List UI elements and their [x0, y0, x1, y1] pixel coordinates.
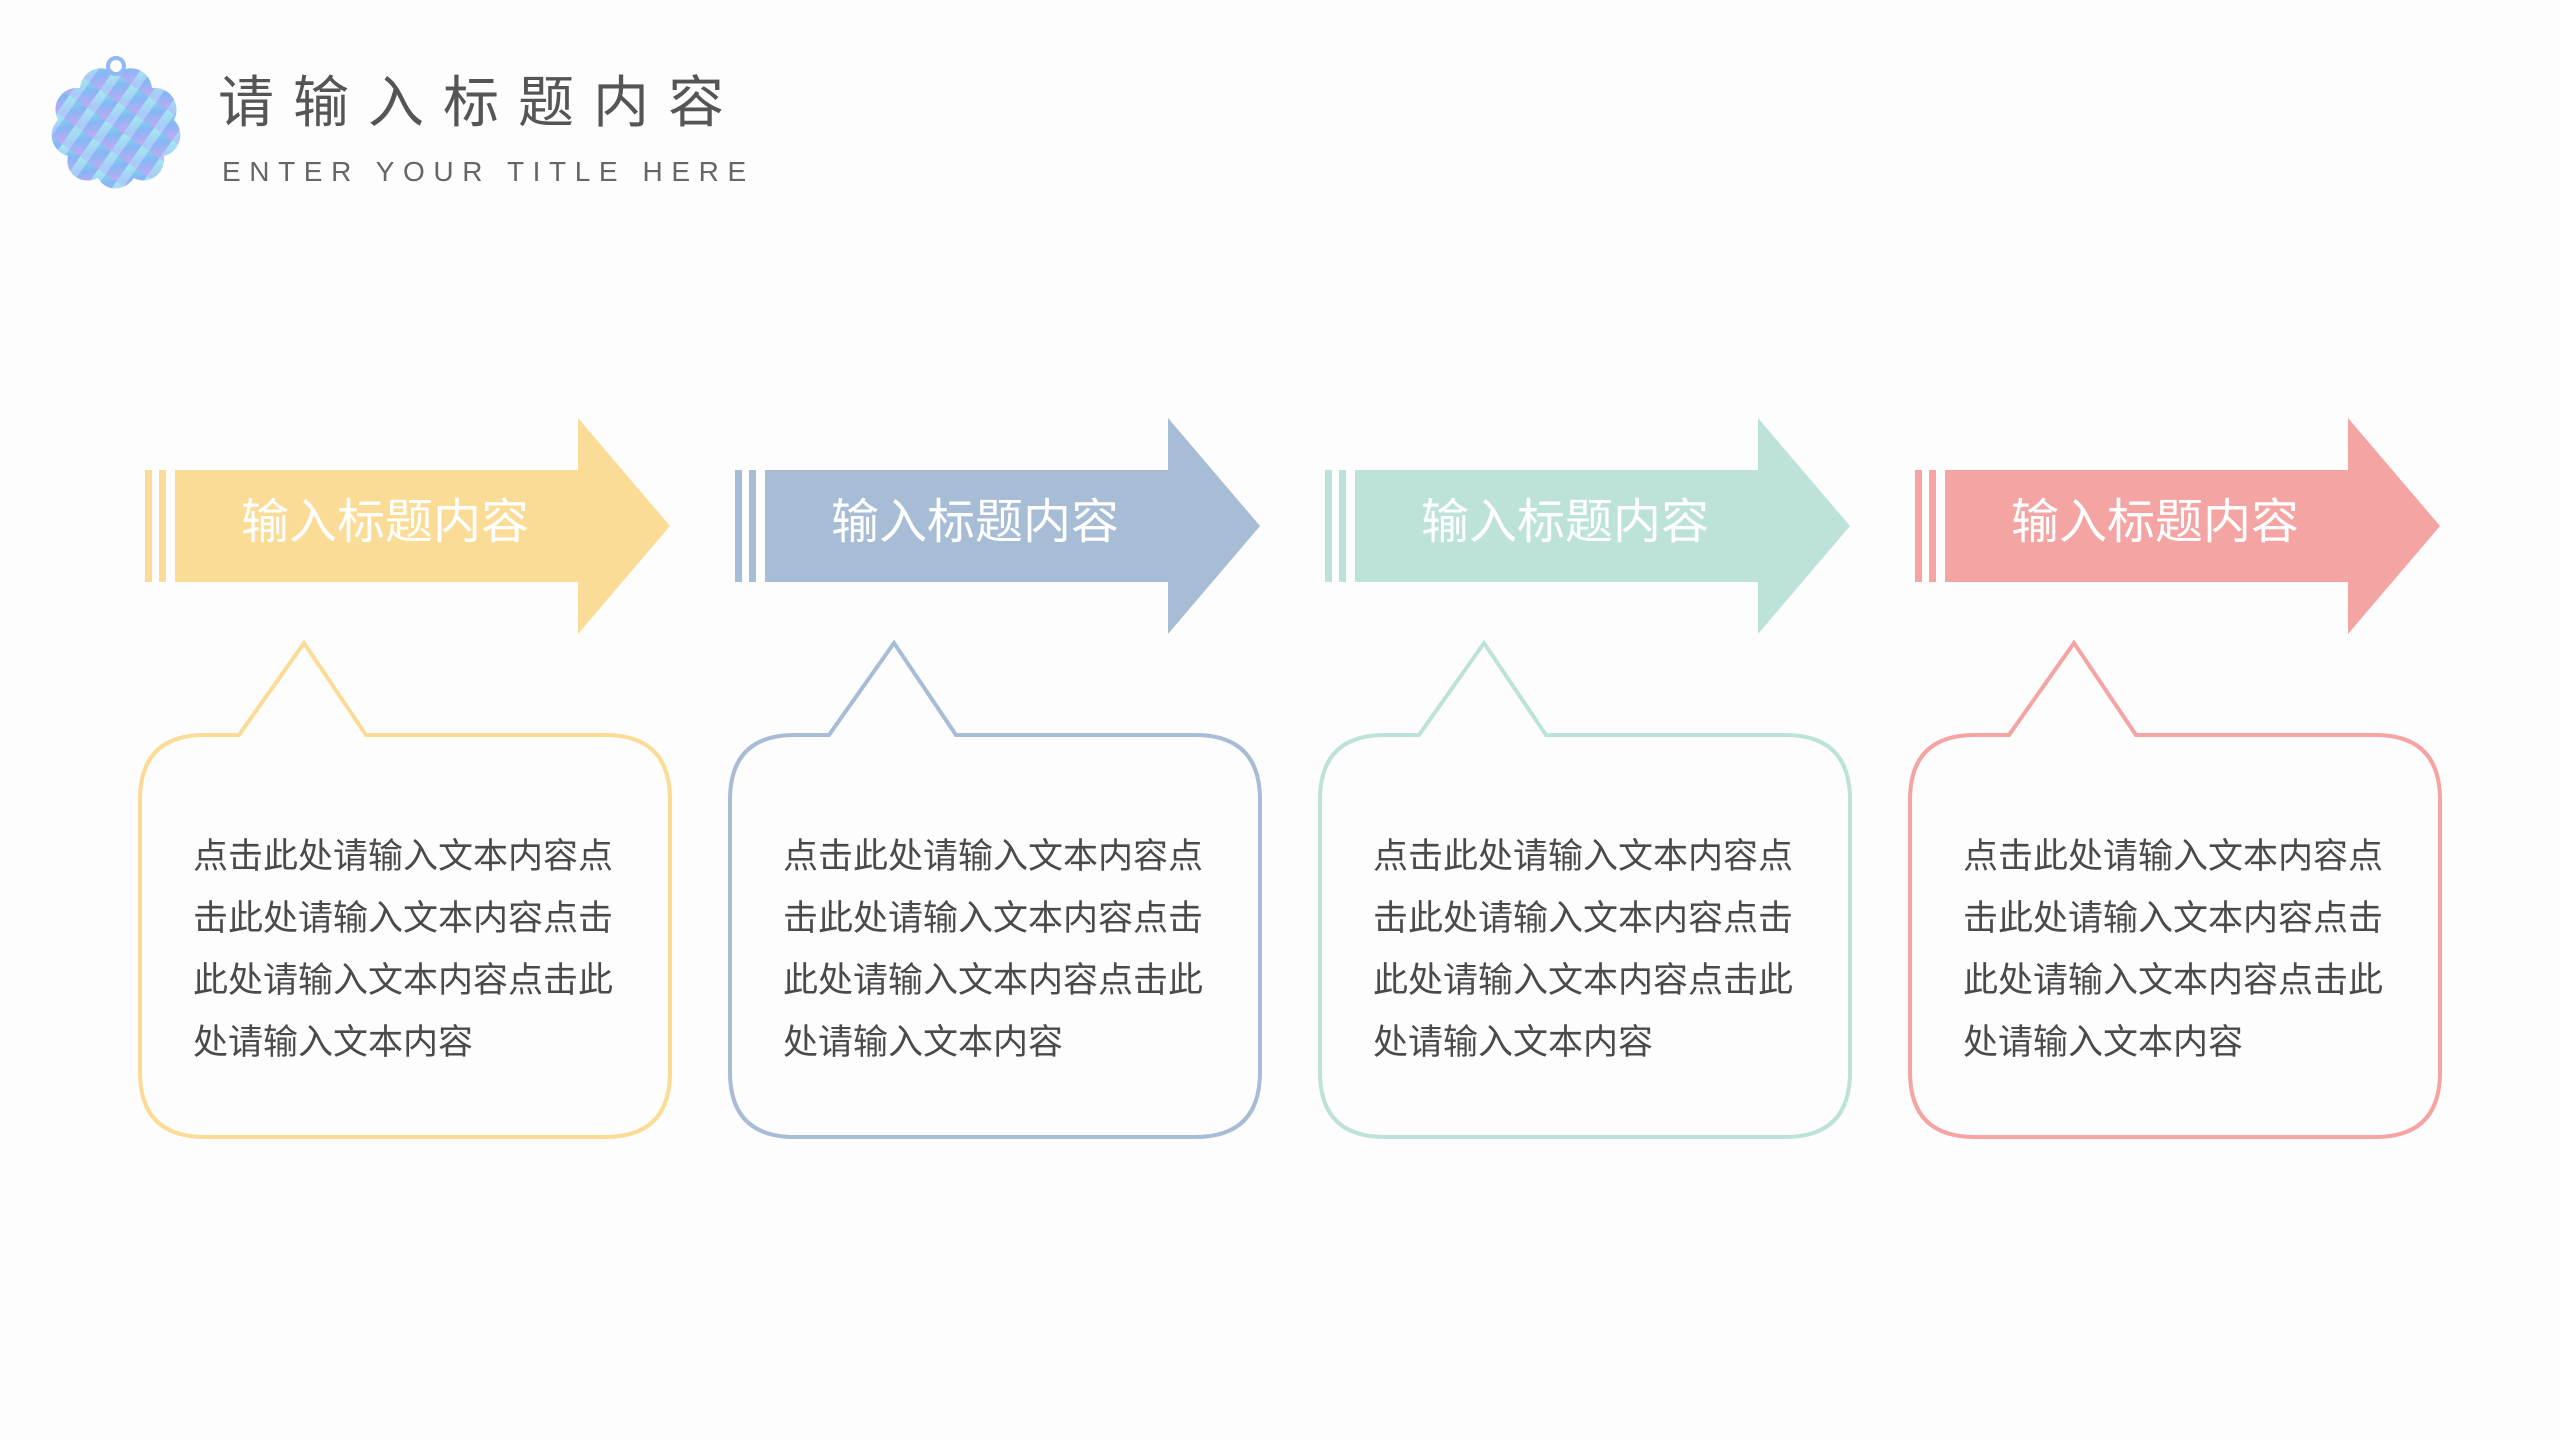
step-arrow-shape — [1915, 418, 2440, 634]
step-arrow-shape — [1325, 418, 1850, 634]
step-description: 点击此处请输入文本内容点击此处请输入文本内容点击此处请输入文本内容点击此处请输入… — [1373, 837, 1794, 1063]
step-title: 输入标题内容 — [2011, 494, 2300, 550]
step-title: 输入标题内容 — [1421, 494, 1710, 550]
step-description: 点击此处请输入文本内容点击此处请输入文本内容点击此处请输入文本内容点击此处请输入… — [1963, 837, 2384, 1063]
step-arrow-shape — [735, 418, 1260, 634]
step-title: 输入标题内容 — [831, 494, 1120, 550]
step-description: 点击此处请输入文本内容点击此处请输入文本内容点击此处请输入文本内容点击此处请输入… — [783, 837, 1204, 1063]
process-step: 输入标题内容 点击此处请输入文本内容点击此处请输入文本内容点击此处请输入文本内容… — [1318, 0, 1865, 1440]
process-step: 输入标题内容 点击此处请输入文本内容点击此处请输入文本内容点击此处请输入文本内容… — [1908, 0, 2455, 1440]
step-title: 输入标题内容 — [241, 494, 530, 550]
page-subtitle: ENTER YOUR TITLE HERE — [222, 156, 755, 187]
speech-bubble-shape — [1318, 639, 1852, 1139]
flower-badge-icon — [51, 56, 181, 189]
speech-bubble-shape — [1908, 639, 2442, 1139]
process-step: 输入标题内容 点击此处请输入文本内容点击此处请输入文本内容点击此处请输入文本内容… — [138, 0, 685, 1440]
step-description: 点击此处请输入文本内容点击此处请输入文本内容点击此处请输入文本内容点击此处请输入… — [193, 837, 614, 1063]
process-step: 输入标题内容 点击此处请输入文本内容点击此处请输入文本内容点击此处请输入文本内容… — [728, 0, 1275, 1440]
page-title: 请输入标题内容 — [218, 71, 743, 136]
step-arrow-shape — [145, 418, 670, 634]
speech-bubble-shape — [138, 639, 672, 1139]
speech-bubble-shape — [728, 639, 1262, 1139]
